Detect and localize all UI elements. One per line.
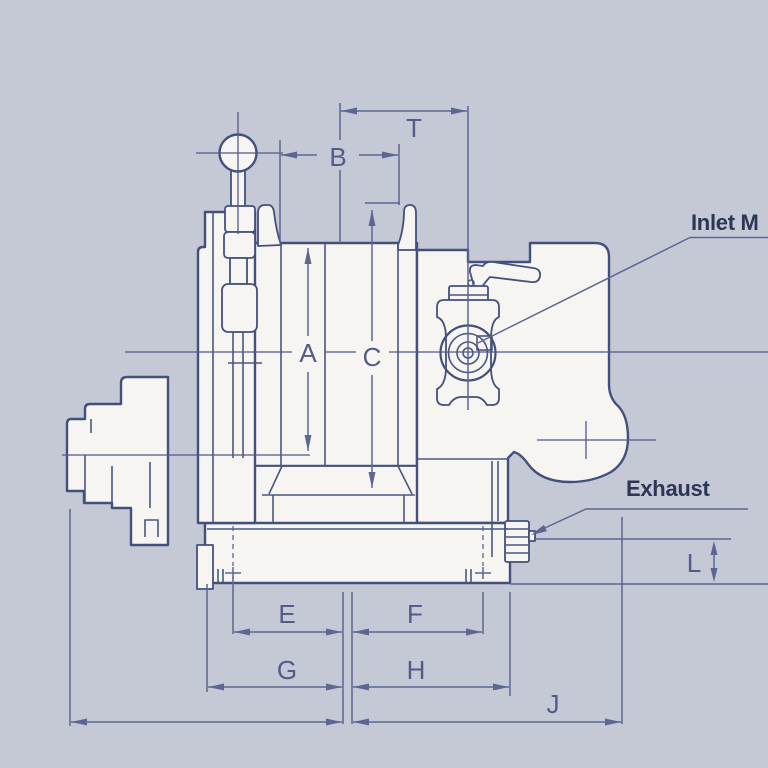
valve-spool-upper bbox=[223, 231, 256, 259]
inlet-port-tab bbox=[476, 335, 493, 351]
dimension-label-f: F bbox=[407, 599, 423, 629]
base-plate bbox=[203, 521, 512, 585]
valve-spool-neck bbox=[229, 257, 248, 285]
control-lever-assembly bbox=[218, 133, 258, 458]
dimension-label-t: T bbox=[406, 113, 422, 143]
inlet-annotation: Inlet M bbox=[691, 210, 759, 235]
labels: T B A C E F G H J L Inlet M Exhaust bbox=[277, 113, 759, 719]
leader-lines bbox=[477, 236, 768, 535]
dimension-J bbox=[353, 718, 621, 726]
drum-barrel bbox=[238, 241, 419, 468]
dimension-label-g: G bbox=[277, 655, 297, 685]
base-foot bbox=[196, 544, 214, 590]
dimension-C bbox=[368, 210, 376, 488]
control-rod bbox=[232, 332, 244, 458]
machine-details bbox=[84, 212, 656, 583]
dimension-label-e: E bbox=[278, 599, 295, 629]
dimension-L bbox=[710, 541, 718, 582]
exhaust-leader-line bbox=[533, 508, 748, 534]
dimension-A bbox=[304, 248, 312, 451]
valve-handle bbox=[468, 260, 542, 288]
dimension-label-j: J bbox=[547, 689, 560, 719]
dimension-T bbox=[341, 107, 467, 115]
lever-collar bbox=[224, 205, 256, 233]
exhaust-annotation: Exhaust bbox=[626, 476, 710, 501]
exhaust-leader-arrowhead bbox=[531, 524, 547, 535]
dimension-label-c: C bbox=[363, 342, 382, 372]
dimension-B bbox=[281, 151, 398, 159]
dimension-G bbox=[208, 683, 342, 691]
drum-flange-left-rim bbox=[257, 204, 282, 247]
dimension-lines bbox=[69, 103, 768, 726]
dimension-F bbox=[353, 628, 482, 636]
inlet-leader-line bbox=[477, 236, 768, 344]
dimension-E bbox=[234, 628, 342, 636]
drum-flange-right-rim bbox=[397, 204, 417, 251]
gearbox-housing bbox=[65, 375, 170, 547]
dimension-overall-left bbox=[71, 718, 342, 726]
dimension-label-l: L bbox=[687, 548, 701, 578]
dimension-H bbox=[353, 683, 509, 691]
valve-spool-lower bbox=[221, 283, 258, 333]
dimension-label-h: H bbox=[407, 655, 426, 685]
dimension-label-b: B bbox=[329, 142, 346, 172]
centerlines bbox=[62, 112, 768, 456]
dimension-label-a: A bbox=[299, 338, 317, 368]
exhaust-muffler bbox=[504, 520, 536, 563]
